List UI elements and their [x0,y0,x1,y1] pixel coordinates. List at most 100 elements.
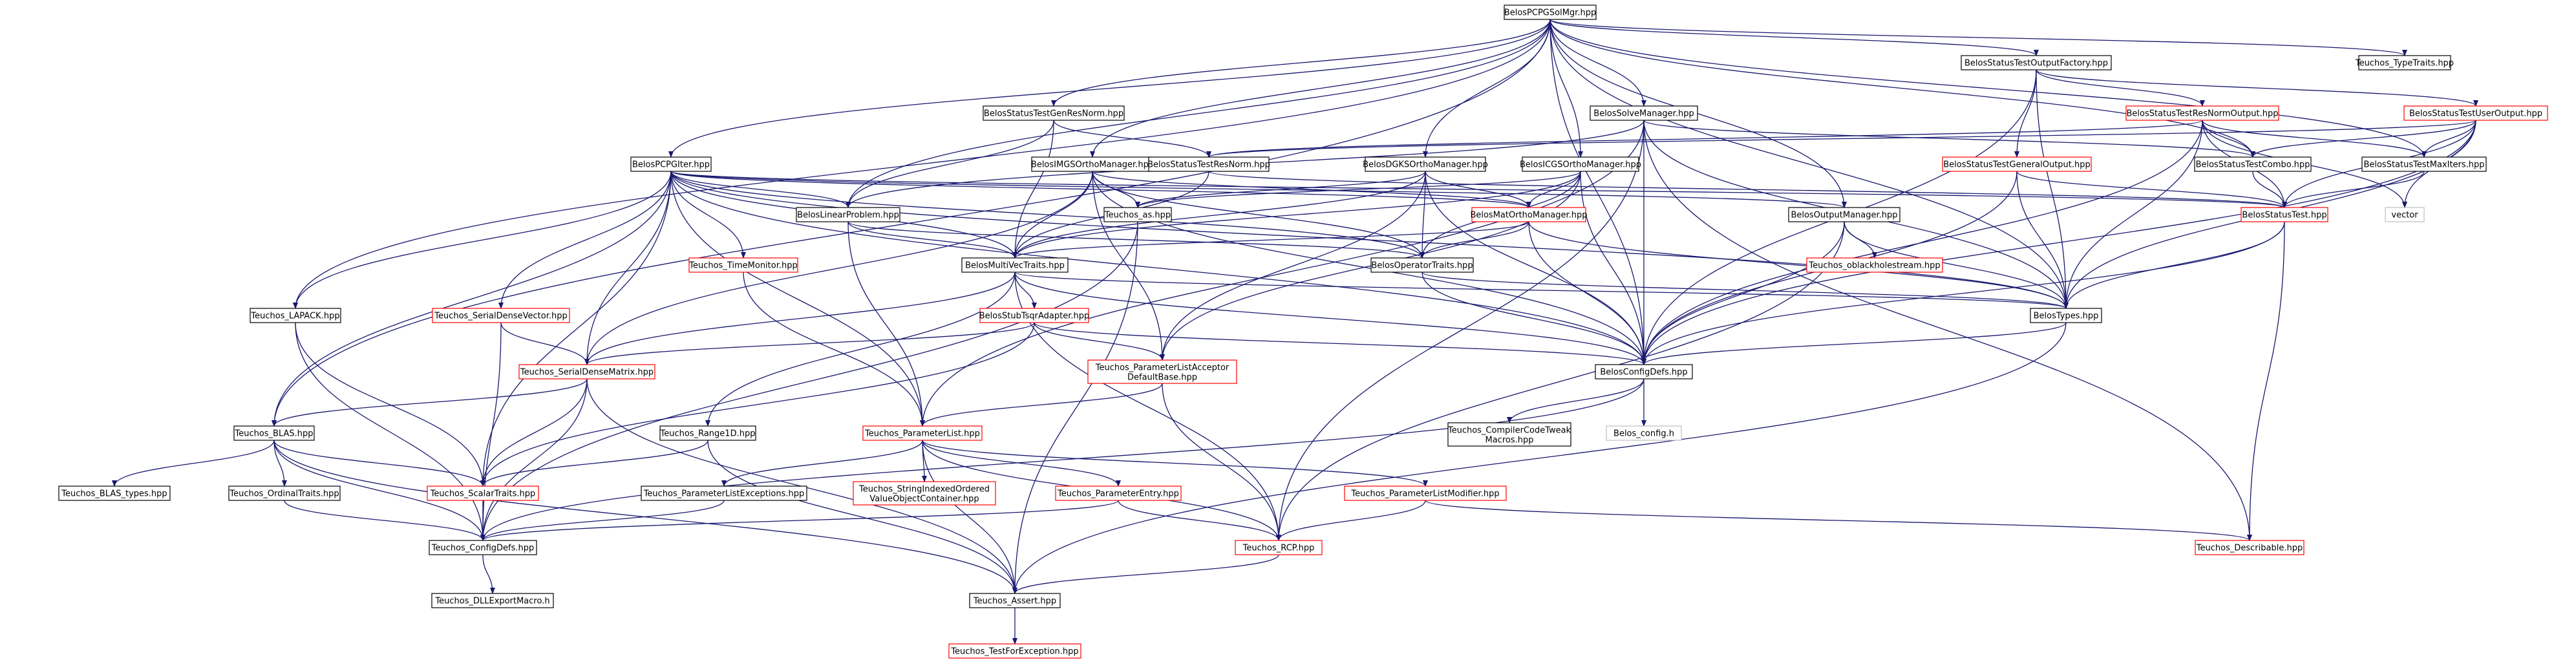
node-scaltraits[interactable]: Teuchos_ScalarTraits.hpp [427,486,539,501]
node-label: Belos_config.h [1613,429,1674,439]
edge-stofact-to-stuserout [2036,69,2478,107]
node-box [2403,105,2548,121]
node-stresnormout[interactable]: BelosStatusTestResNormOutput.hpp [2125,105,2279,121]
node-vector[interactable]: vector [2385,207,2425,222]
node-stresnorm[interactable]: BelosStatusTestResNorm.hpp [1147,156,1270,172]
edge-serdmat-to-tconfig [480,378,588,541]
node-stcombo[interactable]: BelosStatusTestCombo.hpp [2194,156,2312,172]
node-optraits[interactable]: BelosOperatorTraits.hpp [1370,257,1474,273]
node-dgks[interactable]: BelosDGKSOrthoManager.hpp [1363,156,1488,172]
node-box [1087,359,1237,384]
node-box [431,593,554,608]
node-belosconfig[interactable]: Belos_config.h [1606,425,1682,441]
node-lapack[interactable]: Teuchos_LAPACK.hpp [250,308,341,323]
node-assert[interactable]: Teuchos_Assert.hpp [969,593,1061,608]
node-label: Teuchos_ParameterListModifier.hpp [1350,489,1499,499]
node-solvemgr[interactable]: BelosSolveManager.hpp [1590,105,1698,121]
edge-sttest-to-describable [2247,221,2285,541]
node-plmod[interactable]: Teuchos_ParameterListModifier.hpp [1344,486,1507,501]
node-pentry[interactable]: Teuchos_ParameterEntry.hpp [1055,486,1182,501]
node-mvtraits[interactable]: BelosMultiVecTraits.hpp [961,257,1069,273]
node-describable[interactable]: Teuchos_Describable.hpp [2195,540,2305,555]
node-matortho[interactable]: BelosMatOrthoManager.hpp [1470,207,1588,222]
edge-stofact-to-types [2036,69,2069,309]
node-box [2030,308,2102,323]
node-stgenres[interactable]: BelosStatusTestGenResNorm.hpp [983,105,1125,121]
node-imgs[interactable]: BelosIMGSOrthoManager.hpp [1031,156,1154,172]
edge-blas-to-scaltraits [273,440,485,487]
node-label: Teuchos_LAPACK.hpp [250,312,339,321]
node-testexc[interactable]: Teuchos_TestForException.hpp [948,643,1081,659]
node-pcpgiter[interactable]: BelosPCPGIter.hpp [630,156,712,172]
node-stgenout[interactable]: BelosStatusTestGeneralOutput.hpp [1942,156,2092,172]
node-plist[interactable]: Teuchos_ParameterList.hpp [862,425,983,441]
node-typetraits[interactable]: Teuchos_TypeTraits.hpp [2355,55,2454,70]
node-blas[interactable]: Teuchos_BLAS.hpp [233,425,315,441]
node-blastypes[interactable]: Teuchos_BLAS_types.hpp [58,486,171,501]
node-box [432,308,570,323]
node-label: BelosMatOrthoManager.hpp [1470,211,1587,220]
node-label: Teuchos_Range1D.hpp [660,429,756,439]
node-configdefs[interactable]: BelosConfigDefs.hpp [1595,364,1693,379]
edge-linprob-to-plist [847,221,925,427]
edge-plist-to-assert [922,440,1017,594]
node-box [796,207,900,222]
node-sioc[interactable]: Teuchos_StringIndexedOrderedValueObjectC… [853,481,996,506]
node-tconfig[interactable]: Teuchos_ConfigDefs.hpp [429,540,537,555]
node-sttest[interactable]: BelosStatusTest.hpp [2241,207,2328,222]
edge-pcpgiter-to-serdmat [584,171,672,365]
edge-pcpgiter-to-serdvec [498,171,672,309]
node-icgs[interactable]: BelosICGSOrthoManager.hpp [1520,156,1641,172]
node-label: Teuchos_StringIndexedOrdered [858,485,990,495]
node-box [1504,5,1597,20]
node-stuserout[interactable]: BelosStatusTestUserOutput.hpp [2403,105,2548,121]
edge-types-to-configdefs [1641,322,2067,365]
node-label: BelosStatusTestResNormOutput.hpp [2127,109,2279,119]
node-types[interactable]: BelosTypes.hpp [2030,308,2102,323]
node-box [862,425,983,441]
node-stofact[interactable]: BelosStatusTestOutputFactory.hpp [1961,55,2112,70]
node-box [961,257,1069,273]
edge-stresnormout-to-configdefs [1641,120,2203,365]
edge-stgenres-to-linprob [846,120,1054,208]
node-stmaxiters[interactable]: BelosStatusTestMaxIters.hpp [2361,156,2487,172]
edge-root-to-solvemgr [1549,19,1646,107]
node-serdvec[interactable]: Teuchos_SerialDenseVector.hpp [432,308,570,323]
node-box [2241,207,2328,222]
edge-pcpgiter-to-lapack [293,171,672,309]
edge-root-to-stmaxiters [1549,19,2427,158]
node-serdmat[interactable]: Teuchos_SerialDenseMatrix.hpp [518,364,655,379]
node-label: BelosOperatorTraits.hpp [1371,261,1473,271]
node-box [1606,425,1682,441]
node-as[interactable]: Teuchos_as.hpp [1103,207,1172,222]
edge-pcpgiter-to-scaltraits [480,171,672,487]
node-plad[interactable]: Teuchos_ParameterListAcceptorDefaultBase… [1087,359,1237,384]
edge-stcombo-to-sttest [2252,171,2287,208]
node-rcp[interactable]: Teuchos_RCP.hpp [1235,540,1323,555]
node-box [1590,105,1698,121]
node-timemon[interactable]: Teuchos_TimeMonitor.hpp [688,257,798,273]
node-box [1471,207,1586,222]
edge-mvtraits-to-types [1014,272,2069,309]
node-box [1055,486,1182,501]
edge-range1d-to-assert [707,440,1017,594]
node-linprob[interactable]: BelosLinearProblem.hpp [796,207,900,222]
edge-mvtraits-to-range1d [705,272,1016,427]
node-stubtsqr[interactable]: BelosStubTsqrAdapter.hpp [979,308,1090,323]
edge-icgs-to-as [1135,171,1581,208]
edge-imgs-to-mvtraits [1012,171,1093,259]
node-dllexp[interactable]: Teuchos_DLLExportMacro.h [431,593,554,608]
node-root[interactable]: BelosPCPGSolMgr.hpp [1504,5,1597,20]
node-range1d[interactable]: Teuchos_Range1D.hpp [659,425,756,441]
node-ordtraits[interactable]: Teuchos_OrdinalTraits.hpp [228,486,341,501]
edge-dgks-to-as [1135,171,1426,208]
node-plexc[interactable]: Teuchos_ParameterListExceptions.hpp [641,486,807,501]
node-label: BelosStatusTestOutputFactory.hpp [1964,59,2108,69]
node-label: Teuchos_SerialDenseMatrix.hpp [520,368,654,378]
edge-solvemgr-to-describable [1643,120,2252,541]
node-outmgr[interactable]: BelosOutputManager.hpp [1788,207,1900,222]
node-oblack[interactable]: Teuchos_oblackholestream.hpp [1806,257,1943,273]
node-label: ValueObjectContainer.hpp [869,495,979,504]
edge-root-to-linprob [846,19,1551,208]
